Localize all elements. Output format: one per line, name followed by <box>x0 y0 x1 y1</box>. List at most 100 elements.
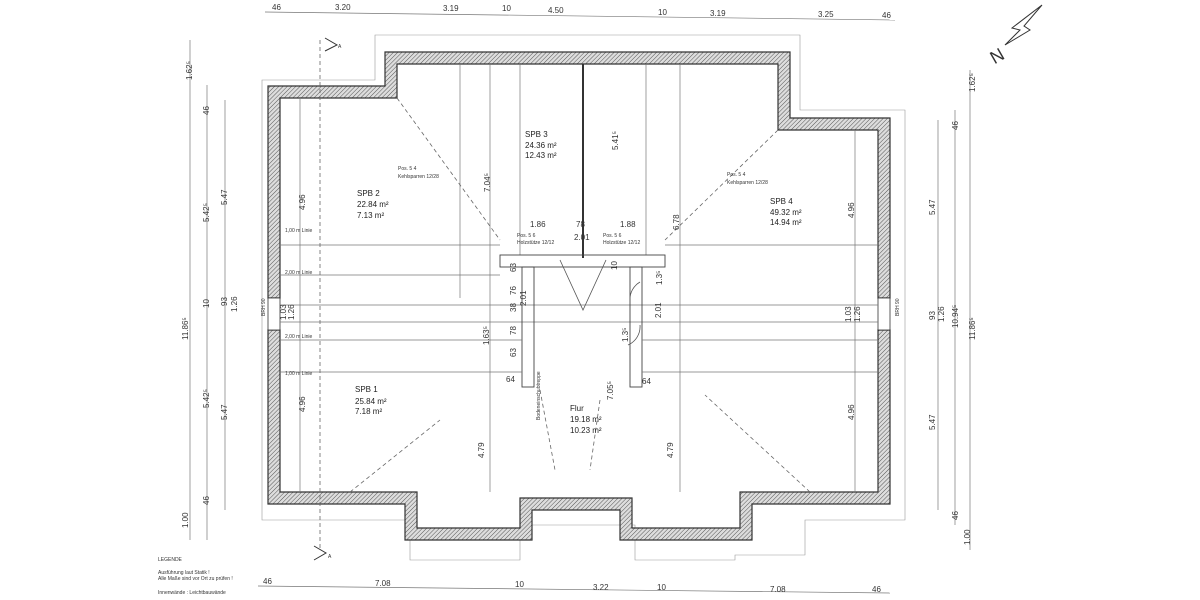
svg-text:5.47: 5.47 <box>928 414 937 430</box>
svg-text:46: 46 <box>951 121 960 130</box>
svg-text:1.26: 1.26 <box>230 296 239 312</box>
svg-text:10: 10 <box>657 583 666 592</box>
svg-text:7.08: 7.08 <box>375 579 391 588</box>
svg-text:BRH 90: BRH 90 <box>895 298 901 316</box>
svg-text:6.78: 6.78 <box>672 214 681 230</box>
svg-text:1.62⁵: 1.62⁵ <box>968 73 977 92</box>
svg-text:Holzstütze 12/12: Holzstütze 12/12 <box>517 240 554 246</box>
svg-text:10: 10 <box>515 580 524 589</box>
svg-text:24.36 m²: 24.36 m² <box>525 141 557 150</box>
svg-text:1.26: 1.26 <box>853 306 862 322</box>
svg-text:14.94 m²: 14.94 m² <box>770 218 802 227</box>
room-spb4: SPB 4 49.32 m² 14.94 m² <box>770 197 802 227</box>
svg-text:93: 93 <box>928 311 937 320</box>
svg-text:10.94⁵: 10.94⁵ <box>951 305 960 328</box>
svg-text:1.26: 1.26 <box>287 304 296 320</box>
svg-text:46: 46 <box>882 11 891 20</box>
section-marker-bottom[interactable] <box>313 545 327 561</box>
svg-text:N: N <box>986 44 1007 68</box>
section-label-bottom: A <box>328 554 332 560</box>
svg-text:7.13 m²: 7.13 m² <box>357 211 384 220</box>
svg-text:4.96: 4.96 <box>847 404 856 420</box>
window-right[interactable] <box>877 297 891 331</box>
svg-text:3.20: 3.20 <box>335 3 351 12</box>
room-spb2: SPB 2 22.84 m² 7.13 m² <box>357 189 389 220</box>
svg-text:2.01: 2.01 <box>574 233 590 242</box>
svg-text:76: 76 <box>509 286 518 295</box>
legend: LEGENDE Ausführung laut Statik ! Alle Ma… <box>158 557 233 596</box>
svg-text:1.3⁵: 1.3⁵ <box>621 328 630 342</box>
svg-text:5.47: 5.47 <box>928 199 937 215</box>
section-marker-top[interactable] <box>324 37 339 52</box>
svg-text:2.01: 2.01 <box>519 290 528 306</box>
svg-text:Alle Maße sind vor Ort zu prüf: Alle Maße sind vor Ort zu prüfen ! <box>158 576 233 582</box>
svg-text:49.32 m²: 49.32 m² <box>770 208 802 217</box>
room-spb3: SPB 3 24.36 m² 12.43 m² <box>525 130 557 160</box>
svg-text:1.88: 1.88 <box>620 220 636 229</box>
svg-text:3.19: 3.19 <box>443 4 459 13</box>
svg-text:4.96: 4.96 <box>298 396 307 412</box>
svg-text:1,00 m Linie: 1,00 m Linie <box>285 371 312 377</box>
svg-text:4.79: 4.79 <box>477 442 486 458</box>
svg-text:46: 46 <box>202 496 211 505</box>
svg-text:BRH 90: BRH 90 <box>261 298 267 316</box>
svg-text:1.03: 1.03 <box>844 306 853 322</box>
svg-text:Pos. 5 6: Pos. 5 6 <box>517 233 536 239</box>
svg-text:63: 63 <box>509 263 518 272</box>
svg-text:Pos. 5 4: Pos. 5 4 <box>727 172 746 178</box>
svg-text:46: 46 <box>872 585 881 594</box>
svg-text:22.84 m²: 22.84 m² <box>357 200 389 209</box>
svg-text:2,00 m Linie: 2,00 m Linie <box>285 270 312 276</box>
dimension-top: 46 3.20 3.19 10 4.50 10 3.19 3.25 46 <box>264 3 896 21</box>
interior-walls <box>280 64 878 493</box>
annotations: Pos. 5 4 Kehlsparren 12/28 Pos. 5 4 Kehl… <box>261 166 901 420</box>
svg-text:1.86: 1.86 <box>530 220 546 229</box>
north-arrow-icon: N <box>986 4 1043 68</box>
svg-text:46: 46 <box>263 577 272 586</box>
svg-text:93: 93 <box>220 297 229 306</box>
svg-text:7.08: 7.08 <box>770 585 786 594</box>
svg-text:1.3⁵: 1.3⁵ <box>655 271 664 285</box>
section-label-top: A <box>338 44 342 50</box>
svg-text:Holzstütze 12/12: Holzstütze 12/12 <box>603 240 640 246</box>
svg-text:38: 38 <box>509 303 518 312</box>
svg-text:4.96: 4.96 <box>298 194 307 210</box>
svg-text:3.25: 3.25 <box>818 10 834 19</box>
svg-text:LEGENDE: LEGENDE <box>158 557 183 563</box>
svg-text:5.41⁵: 5.41⁵ <box>611 131 620 150</box>
svg-text:2,00 m Linie: 2,00 m Linie <box>285 334 312 340</box>
room-flur: Flur 19.18 m² 10.23 m² <box>570 404 602 435</box>
svg-text:Bodeneinschubtreppe: Bodeneinschubtreppe <box>536 371 542 420</box>
room-spb1: SPB 1 25.84 m² 7.18 m² <box>355 385 387 416</box>
exterior-wall <box>267 51 891 541</box>
window-left[interactable] <box>267 297 281 331</box>
dimension-left: 1.62⁵ 46 5.42⁵ 5.47 11.86⁵ 10 93 1.26 5.… <box>181 40 239 540</box>
svg-text:78: 78 <box>576 220 585 229</box>
svg-text:Ausführung laut Statik !: Ausführung laut Statik ! <box>158 570 210 576</box>
svg-text:46: 46 <box>202 106 211 115</box>
svg-text:10.23 m²: 10.23 m² <box>570 426 602 435</box>
svg-text:7.05⁵: 7.05⁵ <box>606 381 615 400</box>
svg-text:1.63⁵: 1.63⁵ <box>482 326 491 345</box>
dimension-right: 1.62⁵ 46 5.47 11.86⁵ 93 1.26 10.94⁵ 5.47… <box>928 70 977 550</box>
svg-text:7.04⁵: 7.04⁵ <box>483 173 492 192</box>
svg-text:SPB 2: SPB 2 <box>357 189 380 198</box>
svg-text:Innenwände : Leichtbauwände: Innenwände : Leichtbauwände <box>158 590 226 596</box>
svg-text:1.00: 1.00 <box>963 529 972 545</box>
svg-text:19.18 m²: 19.18 m² <box>570 415 602 424</box>
svg-text:4.50: 4.50 <box>548 6 564 15</box>
svg-text:10: 10 <box>610 261 619 270</box>
svg-text:11.86⁵: 11.86⁵ <box>968 317 977 340</box>
svg-text:3.22: 3.22 <box>593 583 609 592</box>
svg-text:Pos. 5 6: Pos. 5 6 <box>603 233 622 239</box>
svg-text:1.03: 1.03 <box>279 304 288 320</box>
svg-text:12.43 m²: 12.43 m² <box>525 151 557 160</box>
svg-text:10: 10 <box>202 299 211 308</box>
dimension-interior: 4.96 4.96 4.96 4.96 7.04⁵ 5.41⁵ 6.78 1.8… <box>279 131 862 458</box>
svg-text:Kehlsparren 12/28: Kehlsparren 12/28 <box>398 174 439 180</box>
dimension-bottom: 46 7.08 10 3.22 10 7.08 46 <box>257 577 891 594</box>
svg-text:SPB 4: SPB 4 <box>770 197 793 206</box>
svg-text:1.26: 1.26 <box>937 306 946 322</box>
svg-text:Pos. 5 4: Pos. 5 4 <box>398 166 417 172</box>
